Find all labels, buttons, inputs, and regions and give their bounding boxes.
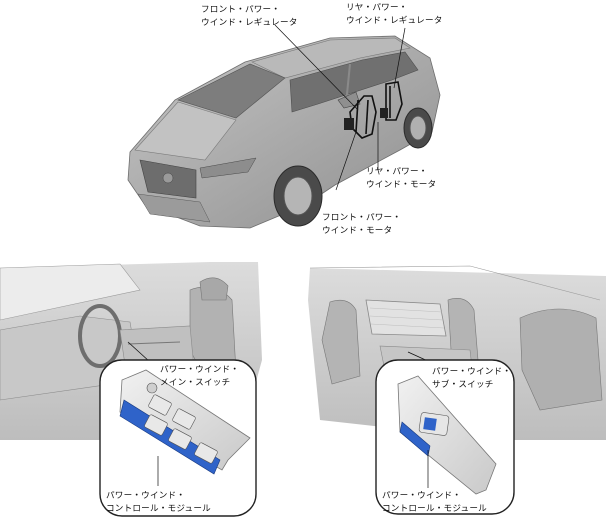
label-rear-window-motor-line1: リヤ・パワー・ — [366, 166, 436, 179]
label-front-window-motor-line1: フロント・パワー・ — [322, 212, 401, 225]
label-main-control-module: パワー・ウインド・ コントロール・モジュール — [106, 490, 211, 515]
label-rear-window-motor-line2: ウインド・モータ — [366, 179, 436, 192]
label-sub-control-module-line2: コントロール・モジュール — [382, 503, 487, 516]
label-main-switch-line2: メイン・スイッチ — [160, 377, 239, 390]
label-sub-control-module-line1: パワー・ウインド・ — [382, 490, 487, 503]
label-main-switch: パワー・ウインド・ メイン・スイッチ — [160, 364, 239, 389]
front-window-motor — [344, 118, 354, 130]
label-main-control-module-line1: パワー・ウインド・ — [106, 490, 211, 503]
main-switch-lock-knob — [147, 383, 157, 393]
label-sub-control-module: パワー・ウインド・ コントロール・モジュール — [382, 490, 487, 515]
label-rear-window-regulator-line2: ウインド・レギュレータ — [346, 15, 443, 28]
label-main-control-module-line2: コントロール・モジュール — [106, 503, 211, 516]
label-sub-switch: パワー・ウインド・ サブ・スイッチ — [432, 366, 511, 391]
label-front-window-regulator: フロント・パワー・ ウインド・レギュレータ — [201, 4, 298, 29]
label-front-window-regulator-line2: ウインド・レギュレータ — [201, 17, 298, 30]
label-rear-window-motor: リヤ・パワー・ ウインド・モータ — [366, 166, 436, 191]
label-main-switch-line1: パワー・ウインド・ — [160, 364, 239, 377]
label-sub-switch-line2: サブ・スイッチ — [432, 379, 511, 392]
label-front-window-motor: フロント・パワー・ ウインド・モータ — [322, 212, 401, 237]
label-rear-window-regulator-line1: リヤ・パワー・ — [346, 2, 443, 15]
rear-window-motor — [380, 108, 388, 118]
label-sub-switch-line1: パワー・ウインド・ — [432, 366, 511, 379]
label-front-window-regulator-line1: フロント・パワー・ — [201, 4, 298, 17]
label-rear-window-regulator: リヤ・パワー・ ウインド・レギュレータ — [346, 2, 443, 27]
vehicle-exterior-illustration — [128, 36, 440, 228]
label-front-window-motor-line2: ウインド・モータ — [322, 225, 401, 238]
